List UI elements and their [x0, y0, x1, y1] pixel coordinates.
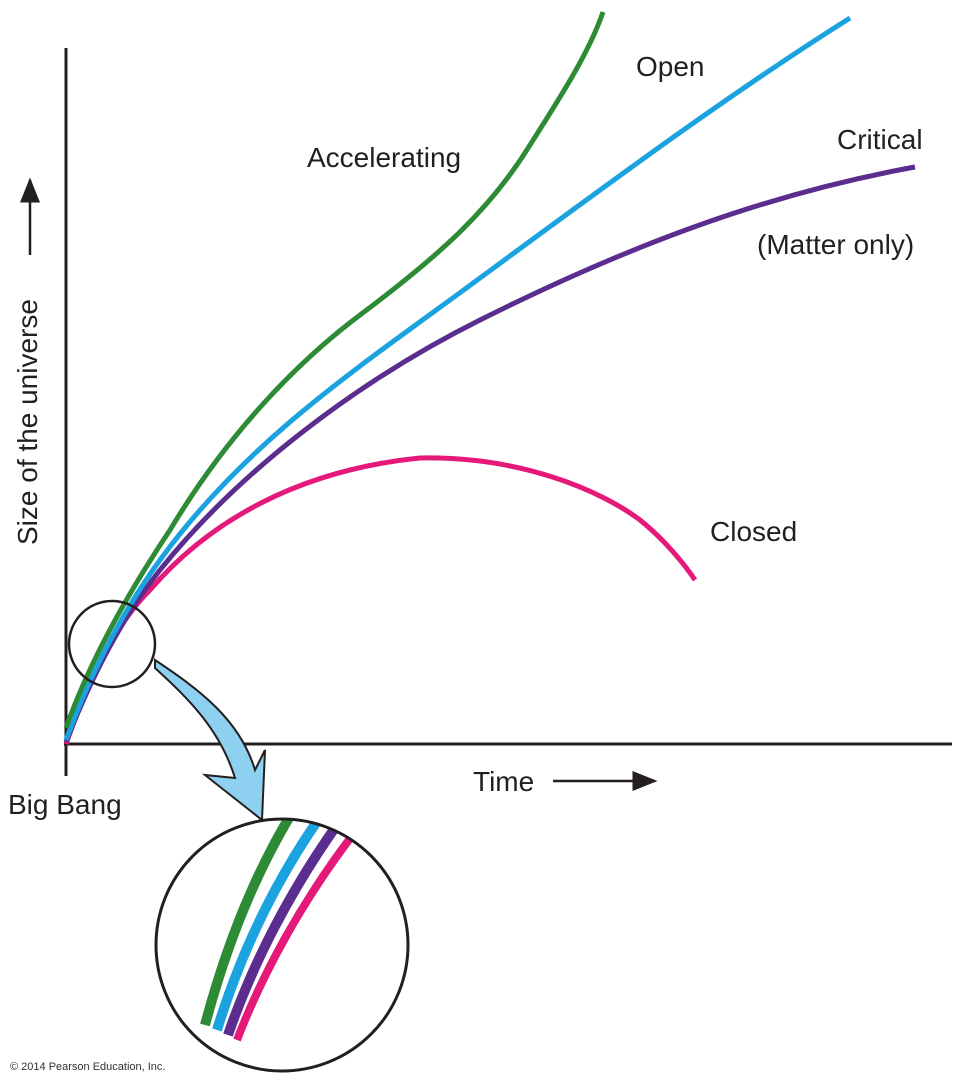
curve-closed [63, 455, 698, 745]
inset-curve-closed [233, 825, 362, 1042]
curve-critical [63, 164, 916, 743]
curve-accelerating [63, 11, 606, 729]
zoom-region-circle [67, 599, 157, 689]
inset-circle [154, 817, 410, 1073]
x-axis-label: Time [473, 766, 535, 797]
big-bang-label: Big Bang [8, 789, 122, 820]
y-axis-label: Size of the universe [12, 299, 43, 545]
label-accelerating: Accelerating [307, 142, 462, 173]
label-critical: Critical [837, 124, 923, 155]
callout-arrow [154, 658, 266, 822]
copyright: © 2014 Pearson Education, Inc. [10, 1061, 166, 1073]
inset-curve-accelerating [200, 820, 305, 1027]
inset-curve-critical [223, 820, 347, 1037]
label-closed: Closed [710, 516, 798, 547]
label-open: Open [636, 51, 705, 82]
label-matter-only: (Matter only) [757, 229, 915, 260]
curve-open [63, 15, 852, 741]
inset-curve-open [212, 820, 330, 1032]
